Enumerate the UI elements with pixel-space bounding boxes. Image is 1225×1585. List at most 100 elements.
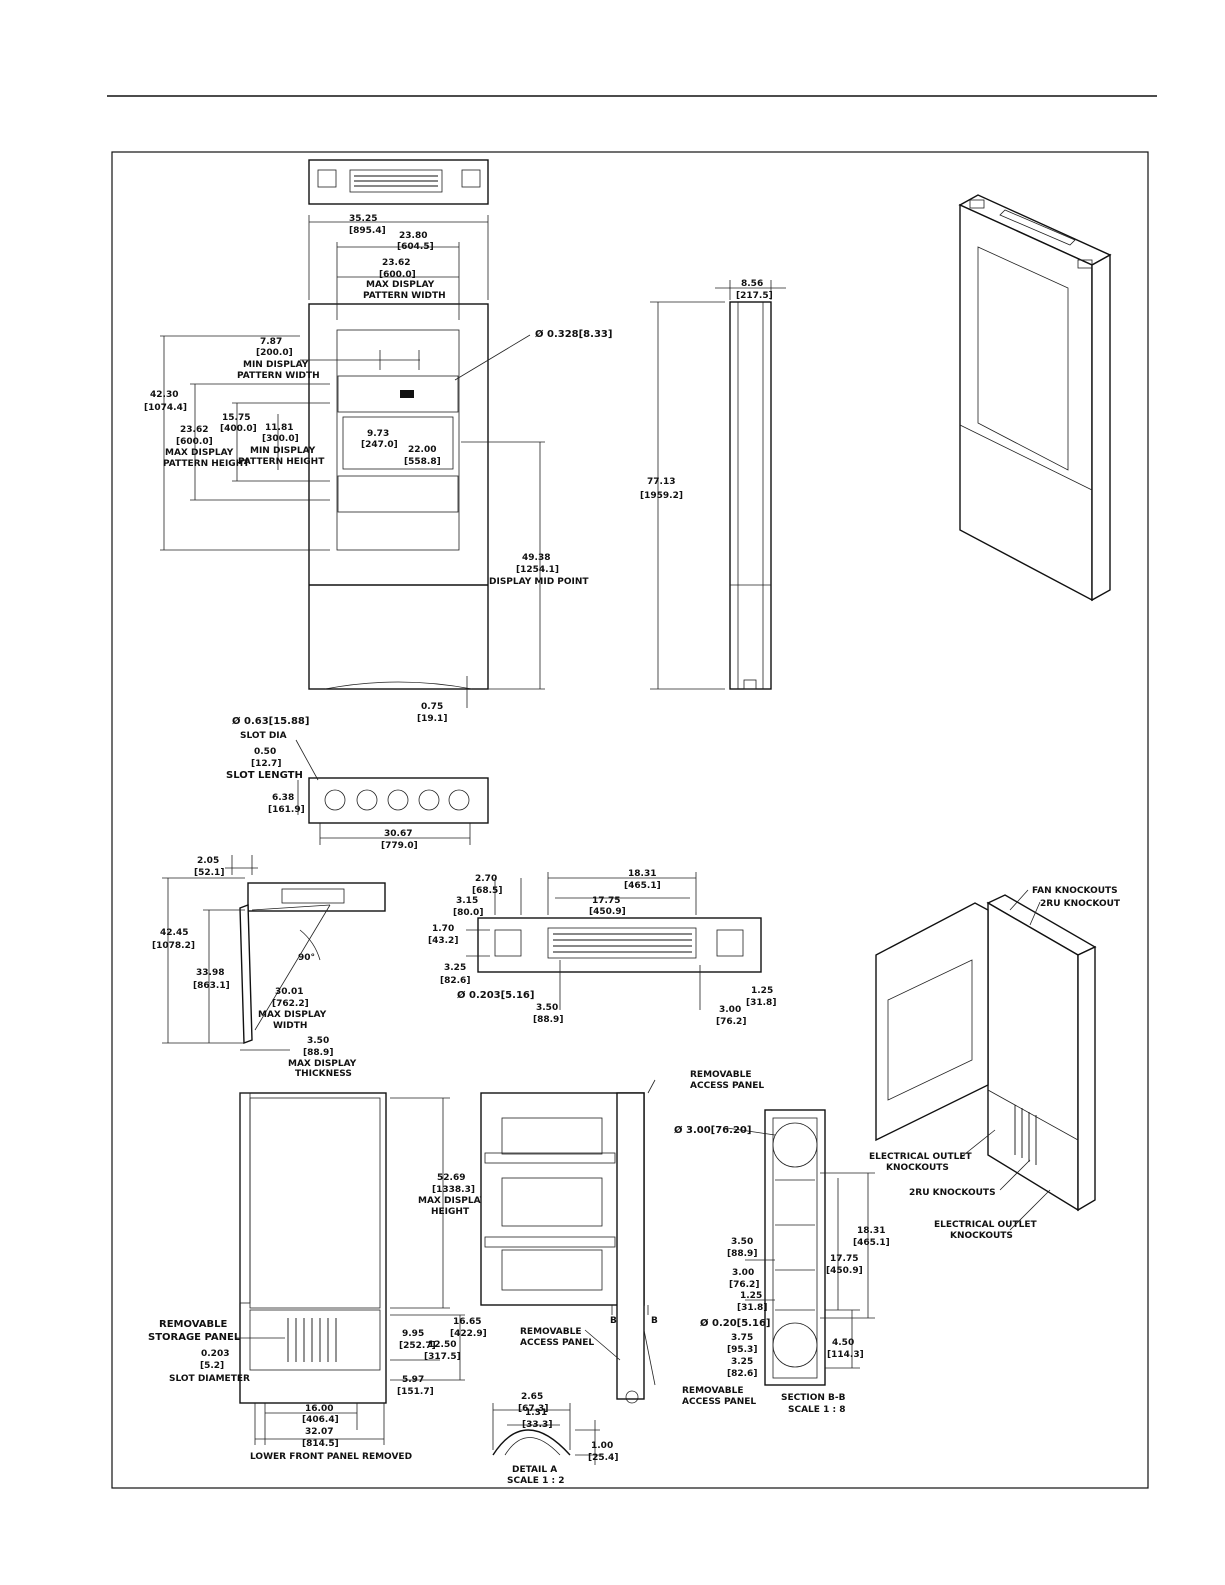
- label-max-disp-w2: PATTERN WIDTH: [363, 291, 446, 301]
- dim-k325-mm: [82.6]: [727, 1369, 757, 1379]
- front-open-view: [239, 1092, 387, 1404]
- label-min-disp-h2: PATTERN HEIGHT: [238, 457, 325, 467]
- dim-1831t: 18.31: [628, 869, 656, 879]
- dim-205: 2.05: [197, 856, 219, 866]
- dim-205-mm: [52.1]: [194, 868, 224, 878]
- dim-265-mm: [67.3]: [518, 1404, 548, 1414]
- dim-k350-mm: [88.9]: [727, 1249, 757, 1259]
- label-rap3b: ACCESS PANEL: [682, 1397, 756, 1407]
- dim-k300b-mm: [76.2]: [729, 1280, 759, 1290]
- section-b-b: [764, 1109, 826, 1386]
- dim-973-mm: [247.0]: [361, 440, 398, 450]
- section-mark-b1: B: [610, 1316, 617, 1326]
- dim-856-mm: [217.5]: [736, 291, 773, 301]
- label-min-disp-w: MIN DISPLAY: [243, 360, 309, 370]
- label-fan-ko: FAN KNOCKOUTS: [1032, 886, 1118, 896]
- dim-350t: 3.50: [536, 1003, 558, 1013]
- dim-075: 0.75: [421, 702, 443, 712]
- dim-100-mm: [25.4]: [588, 1453, 618, 1463]
- dim-k300: Ø 3.00[76.20]: [674, 1124, 751, 1136]
- detail-a: [492, 1429, 571, 1456]
- dim-k125-mm: [31.8]: [737, 1303, 767, 1313]
- rear-view: [480, 1092, 645, 1404]
- dim-4938-mm: [1254.1]: [516, 565, 559, 575]
- dim-0203t: Ø 0.203[5.16]: [457, 989, 534, 1001]
- dim-hole: Ø 0.328[8.33]: [535, 328, 612, 340]
- side-view: [729, 301, 772, 690]
- dim-5269-mm: [1338.3]: [432, 1185, 475, 1195]
- dim-1775t-mm: [450.9]: [589, 907, 626, 917]
- dim-4230-mm: [1074.4]: [144, 403, 187, 413]
- label-mid-point: DISPLAY MID POINT: [489, 577, 589, 587]
- label-detail-a: DETAIL A: [512, 1465, 557, 1475]
- swing-view: [239, 882, 386, 1044]
- label-s-maxw2: WIDTH: [273, 1021, 307, 1031]
- dim-k375-mm: [95.3]: [727, 1345, 757, 1355]
- label-elec2b: KNOCKOUTS: [950, 1231, 1013, 1241]
- dim-350t-mm: [88.9]: [533, 1015, 563, 1025]
- dim-4938: 49.38: [522, 553, 550, 563]
- dim-3067: 30.67: [384, 829, 412, 839]
- dim-2200: 22.00: [408, 445, 436, 455]
- dim-170: 1.70: [432, 924, 454, 934]
- dim-350s-mm: [88.9]: [303, 1048, 333, 1058]
- label-f-maxh2: HEIGHT: [431, 1207, 470, 1217]
- label-elec1: ELECTRICAL OUTLET: [869, 1152, 972, 1162]
- dim-1775t: 17.75: [592, 896, 620, 906]
- dim-100: 1.00: [591, 1441, 613, 1451]
- dim-315: 3.15: [456, 896, 478, 906]
- dim-3001-mm: [762.2]: [272, 999, 309, 1009]
- dim-265: 2.65: [521, 1392, 543, 1402]
- dim-k450-mm: [114.3]: [827, 1350, 864, 1360]
- dim-131: 1.31: [525, 1408, 547, 1418]
- dim-131-mm: [33.3]: [522, 1420, 552, 1430]
- dim-k375: 3.75: [731, 1333, 753, 1343]
- dim-2380: 23.80: [399, 231, 427, 241]
- dim-973: 9.73: [367, 429, 389, 439]
- dim-597-mm: [151.7]: [397, 1387, 434, 1397]
- dim-125t: 1.25: [751, 986, 773, 996]
- label-2ru-kos: 2RU KNOCKOUTS: [909, 1188, 996, 1198]
- dim-270: 2.70: [475, 874, 497, 884]
- front-view: [308, 303, 489, 690]
- label-min-disp-w2: PATTERN WIDTH: [237, 371, 320, 381]
- dim-4230: 42.30: [150, 390, 178, 400]
- dim-top-w: 35.25: [349, 214, 377, 224]
- dim-1600-mm: [406.4]: [302, 1415, 339, 1425]
- label-s-maxw: MAX DISPLAY: [258, 1010, 327, 1020]
- dim-3398-mm: [863.1]: [193, 981, 230, 991]
- label-min-disp-h: MIN DISPLAY: [250, 446, 316, 456]
- dim-1600: 16.00: [305, 1404, 333, 1414]
- dim-slot-len: 0.50: [254, 747, 276, 757]
- label-slot-len: SLOT LENGTH: [226, 770, 303, 781]
- dim-2362h: 23.62: [180, 425, 208, 435]
- iso-closed-view: [958, 194, 1112, 602]
- dim-k1831: 18.31: [857, 1226, 885, 1236]
- dim-3001: 30.01: [275, 987, 303, 997]
- dim-k1831-mm: [465.1]: [853, 1238, 890, 1248]
- drawing-frame: [111, 151, 1149, 1489]
- label-storage: REMOVABLE: [159, 1319, 228, 1330]
- dim-325t: 3.25: [444, 963, 466, 973]
- dim-995: 9.95: [402, 1329, 424, 1339]
- dim-k1775: 17.75: [830, 1254, 858, 1264]
- label-elec2: ELECTRICAL OUTLET: [934, 1220, 1037, 1230]
- dim-1831t-mm: [465.1]: [624, 881, 661, 891]
- dim-1665-mm: [422.9]: [450, 1329, 487, 1339]
- label-detail-a-scale: SCALE 1 : 2: [507, 1476, 564, 1486]
- dim-1181-mm: [300.0]: [262, 434, 299, 444]
- label-rap2b: ACCESS PANEL: [520, 1338, 594, 1348]
- dim-2362h-mm: [600.0]: [176, 437, 213, 447]
- front-dim-lines: [160, 215, 545, 708]
- label-section-scale: SCALE 1 : 8: [788, 1405, 845, 1415]
- dim-638-mm: [161.9]: [268, 805, 305, 815]
- iso-open-view: [875, 894, 1097, 1212]
- dim-1250-mm: [317.5]: [424, 1352, 461, 1362]
- dim-1181: 11.81: [265, 423, 293, 433]
- dim-7713-mm: [1959.2]: [640, 491, 683, 501]
- dim-2200-mm: [558.8]: [404, 457, 441, 467]
- dim-856: 8.56: [741, 279, 763, 289]
- label-f-maxh: MAX DISPLAY: [418, 1196, 487, 1206]
- dim-k350: 3.50: [731, 1237, 753, 1247]
- dim-0203f: 0.203: [201, 1349, 229, 1359]
